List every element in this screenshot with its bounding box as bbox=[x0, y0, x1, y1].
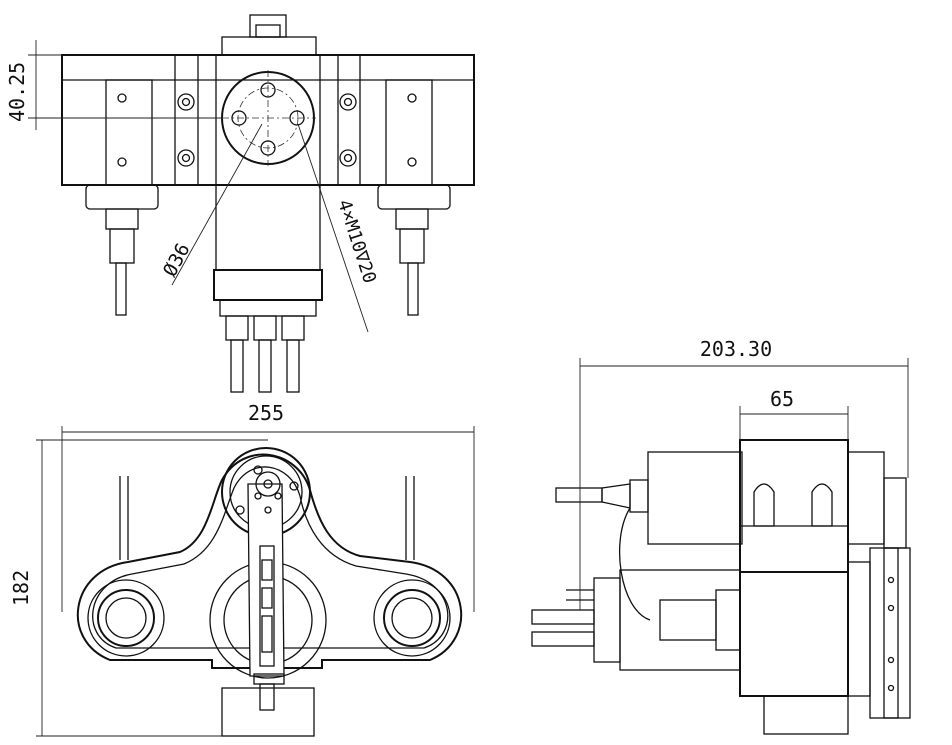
side-view bbox=[531, 358, 911, 735]
dimension-housing-length: 65 bbox=[770, 387, 794, 411]
dimension-total-width: 255 bbox=[248, 401, 284, 425]
dimension-bore-diameter: Ø36 bbox=[159, 240, 195, 281]
dimension-top-offset: 40.25 bbox=[5, 62, 29, 122]
dimension-total-height: 182 bbox=[9, 570, 33, 606]
front-view bbox=[36, 426, 475, 737]
dimension-total-length: 203.30 bbox=[700, 337, 772, 361]
dimension-thread-callout: 4×M10∇20 bbox=[333, 197, 380, 286]
top-view bbox=[28, 14, 475, 393]
